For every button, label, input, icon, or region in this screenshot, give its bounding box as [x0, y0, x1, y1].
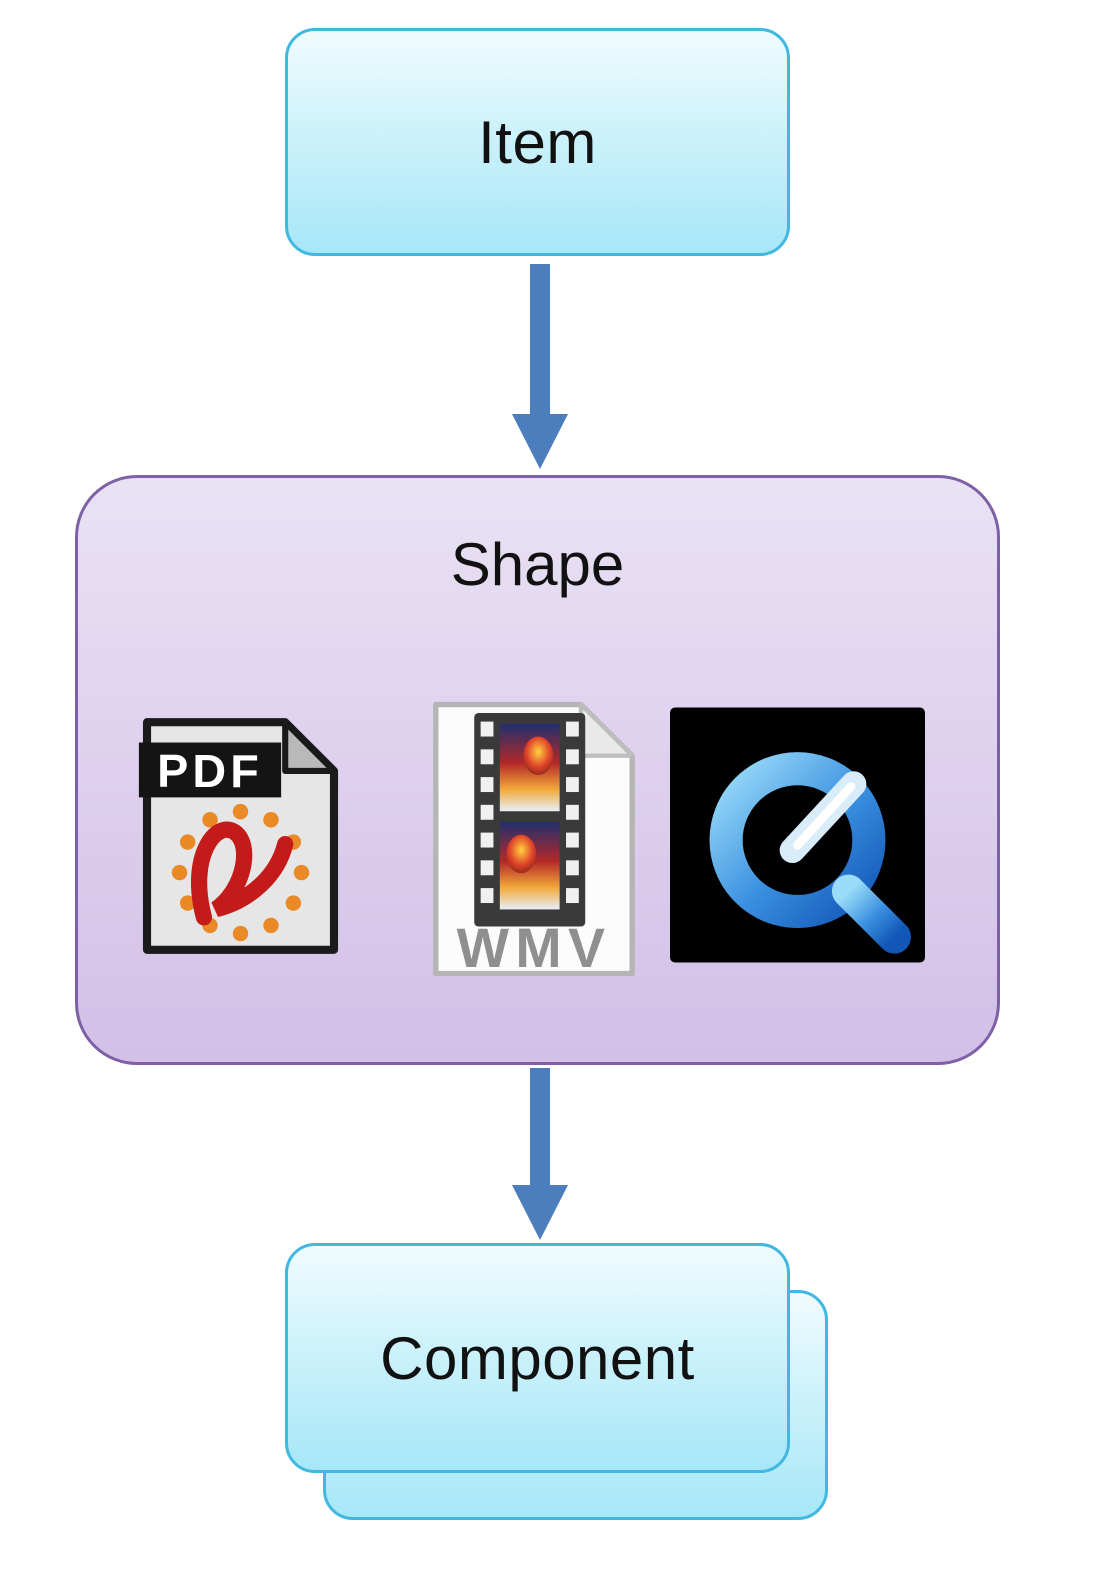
arrow-item-to-shape — [512, 264, 568, 469]
film-sprocket-holes — [480, 721, 579, 904]
node-component-label: Component — [380, 1324, 695, 1392]
node-component: Component — [285, 1243, 790, 1473]
node-item-label: Item — [478, 108, 597, 176]
arrow-shape-to-component — [512, 1068, 568, 1240]
pdf-file-icon: PDF — [138, 718, 339, 954]
node-item: Item — [285, 28, 790, 256]
pdf-dot-ring — [171, 803, 310, 942]
wmv-file-icon: WMV — [433, 701, 635, 979]
pdf-swirl — [191, 821, 294, 926]
node-shape: Shape PDF — [75, 475, 1000, 1065]
wmv-label-text: WMV — [457, 917, 612, 979]
pdf-banner-text: PDF — [157, 745, 263, 797]
node-shape-label: Shape — [450, 531, 625, 598]
quicktime-icon — [670, 707, 925, 963]
film-frames — [499, 723, 560, 910]
